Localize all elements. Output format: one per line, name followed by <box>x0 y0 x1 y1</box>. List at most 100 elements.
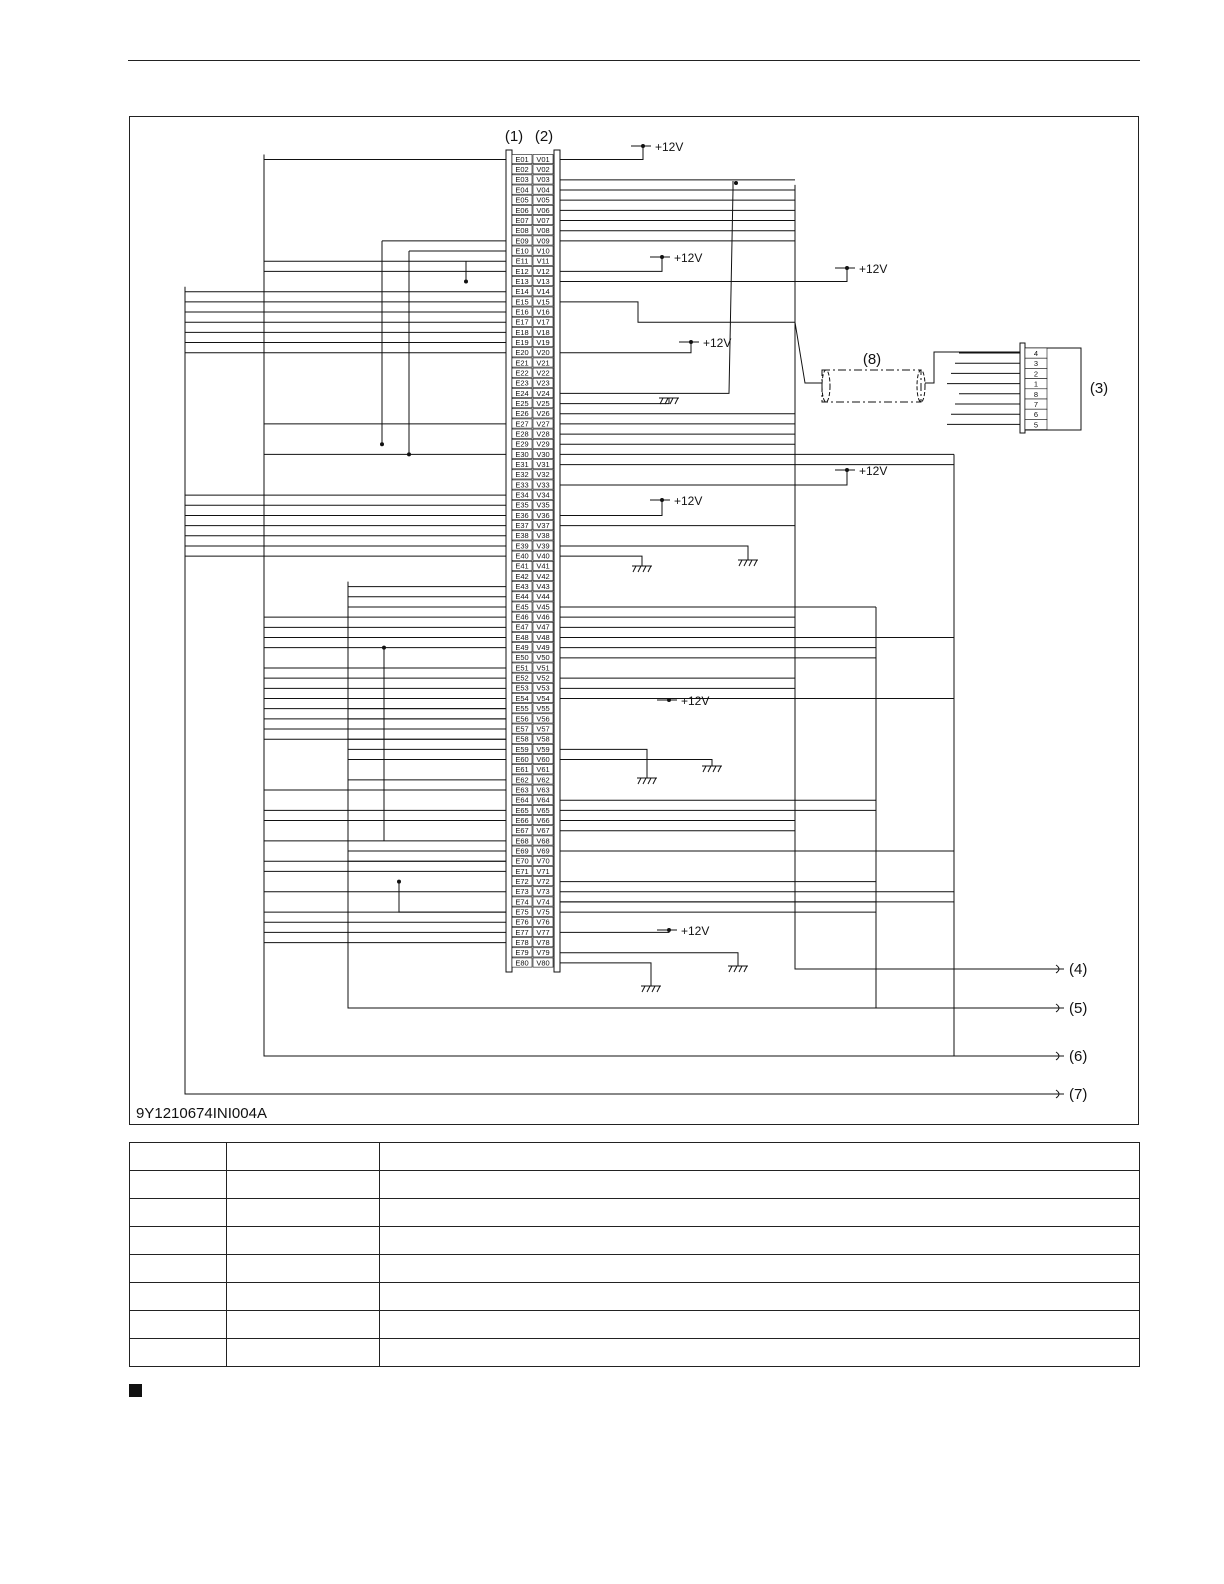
v-pin-label: V69 <box>536 846 549 855</box>
e-pin-label: E28 <box>515 429 528 438</box>
e-pin-label: E46 <box>515 613 528 622</box>
e-pin-label: E10 <box>515 246 528 255</box>
e-pin-label: E78 <box>515 938 528 947</box>
v-pin-cell <box>532 713 554 724</box>
v-pin-cell <box>532 815 554 826</box>
e-pin-cell <box>511 266 533 276</box>
v-pin-cell <box>532 784 554 795</box>
e-pin-cell <box>511 652 533 663</box>
legend-row <box>129 1170 1140 1199</box>
v-pin-label: V19 <box>536 338 549 347</box>
legend-cell <box>379 1254 1140 1283</box>
e-pin-label: E11 <box>516 257 529 266</box>
v-pin-cell <box>532 530 554 541</box>
e-pin-cell <box>511 774 533 785</box>
e-pin-cell <box>511 825 533 836</box>
v-pin-label: V62 <box>536 775 549 784</box>
e-pin-cell <box>511 916 533 927</box>
e-pin-label: E39 <box>515 541 528 550</box>
e-pin-cell <box>511 347 533 358</box>
ground-icon <box>647 565 652 573</box>
v-pin-label: V25 <box>536 399 549 408</box>
e-pin-cell <box>511 367 533 378</box>
plug-label: (3) <box>1090 380 1108 397</box>
e-pin-cell <box>511 866 533 876</box>
e-pin-cell <box>511 683 533 693</box>
v-pin-cell <box>532 388 554 398</box>
ground-icon <box>743 559 748 567</box>
e-pin-label: E12 <box>515 267 528 276</box>
v-pin-cell <box>532 794 554 805</box>
e-pin-cell <box>511 357 533 368</box>
junction-dot <box>734 181 738 185</box>
v-pin-label: V29 <box>536 440 549 449</box>
connector-frame-left <box>505 149 513 973</box>
v-pin-cell <box>532 459 554 470</box>
e-pin-label: E54 <box>515 694 528 703</box>
v-pin-label: V02 <box>536 165 549 174</box>
supply-node <box>667 928 671 932</box>
e-pin-cell <box>511 835 533 846</box>
v-pin-label: V77 <box>536 928 549 937</box>
plug-pin-label: 1 <box>1034 380 1038 389</box>
v-pin-cell <box>532 957 554 968</box>
e-pin-label: E02 <box>515 165 528 174</box>
v-pin-label: V60 <box>536 755 549 764</box>
v-pin-label: V57 <box>536 724 549 733</box>
e-pin-cell <box>511 601 533 612</box>
legend-cell <box>379 1226 1140 1255</box>
v-pin-label: V26 <box>536 409 549 418</box>
e-pin-label: E61 <box>515 765 528 774</box>
e-pin-label: E45 <box>515 602 528 611</box>
e-pin-cell <box>511 784 533 795</box>
e-pin-label: E08 <box>515 226 528 235</box>
v-pin-label: V56 <box>536 714 549 723</box>
v-pin-cell <box>532 520 554 531</box>
ground-icon <box>748 559 753 567</box>
e-pin-label: E13 <box>515 277 528 286</box>
legend-table <box>129 1142 1140 1367</box>
supply-label: +12V <box>674 251 702 265</box>
e-pin-cell <box>511 733 533 744</box>
v-pin-label: V54 <box>536 694 549 703</box>
legend-row <box>129 1142 1140 1171</box>
v-pin-label: V10 <box>536 246 549 255</box>
e-pin-label: E62 <box>515 775 528 784</box>
e-pin-cell <box>511 479 533 490</box>
e-pin-label: E35 <box>515 501 528 510</box>
v-pin-cell <box>532 215 554 226</box>
e-pin-cell <box>511 662 533 673</box>
ground-icon <box>728 965 733 973</box>
e-pin-cell <box>511 957 533 968</box>
ground-icon <box>642 777 647 785</box>
e-pin-cell <box>511 805 533 815</box>
legend-cell <box>129 1142 227 1171</box>
e-pin-cell <box>511 713 533 724</box>
e-pin-cell <box>511 754 533 765</box>
legend-row <box>129 1254 1140 1283</box>
e-pin-cell <box>511 632 533 642</box>
v-pin-label: V78 <box>536 938 549 947</box>
e-pin-label: E47 <box>515 623 528 632</box>
v-pin-cell <box>532 276 554 287</box>
e-pin-cell <box>511 876 533 887</box>
v-pin-cell <box>532 205 554 215</box>
e-pin-label: E58 <box>515 735 528 744</box>
v-pin-label: V13 <box>536 277 549 286</box>
harness-label: (5) <box>1069 1000 1087 1017</box>
ground-icon <box>637 565 642 573</box>
shield-label: (8) <box>863 351 881 368</box>
e-pin-label: E57 <box>515 724 528 733</box>
v-pin-label: V59 <box>536 745 549 754</box>
ground-icon <box>753 559 758 567</box>
e-pin-label: E03 <box>515 175 528 184</box>
v-pin-label: V53 <box>536 684 549 693</box>
supply-wire <box>555 268 848 283</box>
legend-cell <box>129 1198 227 1227</box>
e-pin-cell <box>511 520 533 531</box>
e-pin-cell <box>511 927 533 937</box>
v-pin-label: V48 <box>536 633 549 642</box>
v-pin-label: V39 <box>536 541 549 550</box>
shield-cable <box>821 369 922 403</box>
e-pin-cell <box>511 449 533 459</box>
